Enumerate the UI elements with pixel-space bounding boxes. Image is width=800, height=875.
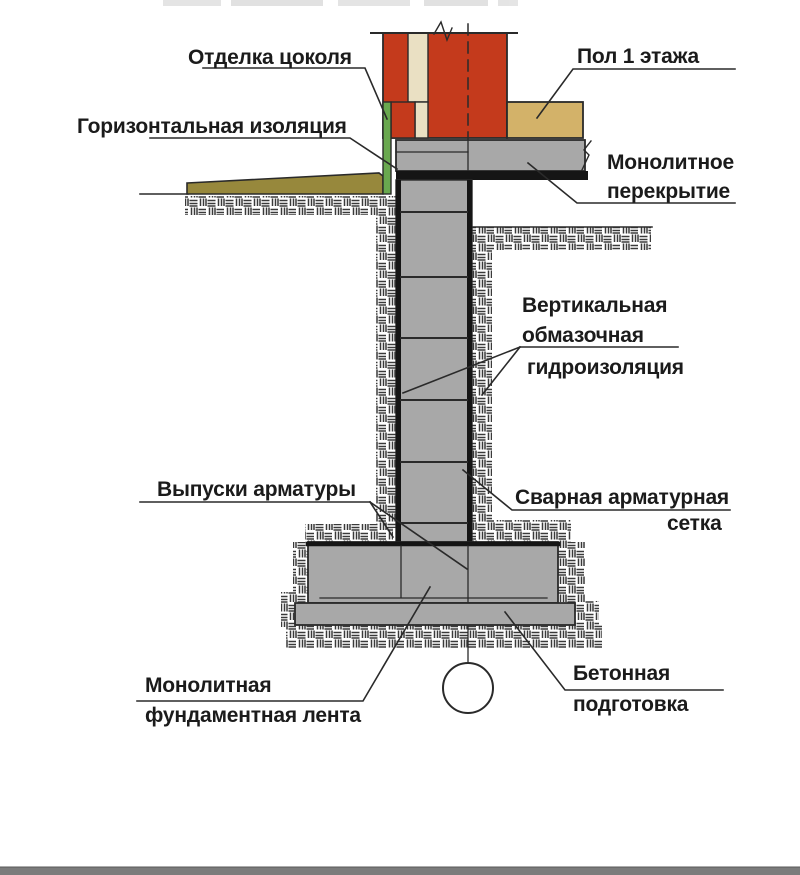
foundation-footing <box>307 541 559 604</box>
label-plinth-finish: Отделка цоколя <box>188 46 352 69</box>
leader-concrete-prep <box>503 610 724 691</box>
soil-wrap-prep-right <box>575 601 599 629</box>
leader-vertical-waterproofing-left <box>401 345 522 395</box>
label-rebar-outlets: Выпуски арматуры <box>157 478 356 501</box>
soil-column-footing-left <box>293 542 309 603</box>
leader-monolithic-strip <box>136 585 432 702</box>
label-monolithic-slab-line2: перекрытие <box>607 180 730 203</box>
horizontal-insulation-layer <box>396 171 588 180</box>
structure <box>136 20 736 714</box>
label-monolithic-strip-line2: фундаментная лента <box>145 704 361 727</box>
label-welded-mesh-line2: сетка <box>667 512 722 535</box>
leader-monolithic-slab <box>526 161 736 204</box>
label-concrete-prep-line2: подготовка <box>573 693 689 716</box>
label-concrete-prep-line1: Бетонная <box>573 662 670 685</box>
wall-waterproofing-left <box>396 180 401 542</box>
soil-hatch <box>185 196 651 648</box>
leader-welded-mesh <box>461 468 731 511</box>
label-horizontal-insulation: Горизонтальная изоляция <box>77 115 347 138</box>
label-vertical-waterproofing-line2: обмазочная <box>522 324 644 347</box>
slab-break-mark <box>580 140 592 173</box>
soil-band-footing-top-right <box>471 520 571 543</box>
top-crop-artifact <box>163 0 518 6</box>
soil-wrap-prep-left <box>281 592 297 627</box>
label-welded-mesh-line1: Сварная арматурная <box>515 486 729 509</box>
leader-plinth-finish <box>202 67 389 121</box>
soil-band-footing-top-left <box>305 524 393 542</box>
concrete-preparation <box>294 602 576 626</box>
leader-horizontal-insulation <box>149 137 399 171</box>
wall-break-mark <box>433 20 453 42</box>
plinth-finish-strip <box>382 101 392 195</box>
monolithic-slab <box>395 139 586 172</box>
wall-insulation-layer-lower <box>414 101 429 139</box>
bottom-window-edge <box>0 866 800 875</box>
wall-waterproofing-right <box>467 180 472 542</box>
label-vertical-waterproofing-line1: Вертикальная <box>522 294 667 317</box>
axis-circle <box>442 662 494 714</box>
soil-band-left <box>185 196 397 215</box>
blind-area-wedge <box>186 172 384 195</box>
label-monolithic-slab-line1: Монолитное <box>607 151 734 174</box>
wall-insulation-layer-upper <box>407 32 429 103</box>
soil-column-right <box>471 250 492 522</box>
leader-rebar-outlets-long <box>368 500 469 571</box>
leader-rebar-outlets-short <box>368 500 395 539</box>
plinth-brick-block <box>390 101 416 139</box>
soil-band-bottom <box>286 625 602 648</box>
soil-band-right <box>471 227 651 250</box>
labels: Отделка цоколя Горизонтальная изоляция П… <box>77 45 734 727</box>
wall-joint-lines <box>400 211 468 524</box>
soil-column-left <box>376 196 397 528</box>
soil-column-footing-right <box>558 542 585 603</box>
foundation-wall <box>395 179 473 543</box>
leader-first-floor <box>535 68 736 120</box>
label-vertical-waterproofing-line3: гидроизоляция <box>527 356 684 379</box>
label-first-floor: Пол 1 этажа <box>577 45 700 68</box>
label-monolithic-strip-line1: Монолитная <box>145 674 271 697</box>
leader-vertical-waterproofing-right <box>480 345 522 397</box>
